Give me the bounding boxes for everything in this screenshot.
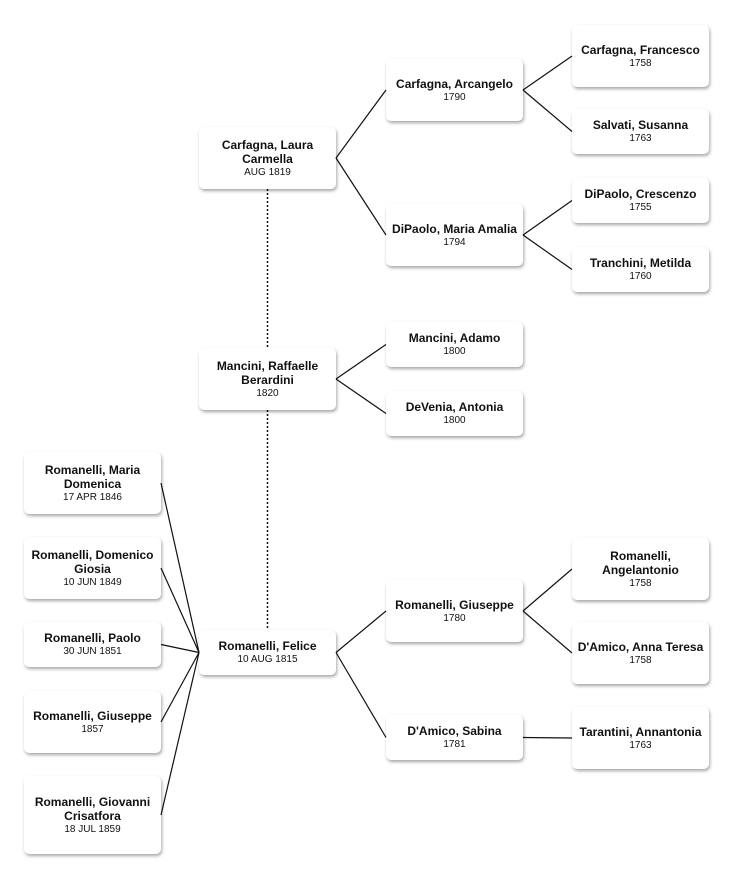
person-date: 1857 xyxy=(81,723,104,735)
person-card-dipaolo-crescenzo[interactable]: DiPaolo, Crescenzo 1755 xyxy=(572,178,709,223)
person-date: 1800 xyxy=(443,346,466,357)
person-card-romanelli-domenico-giosia[interactable]: Romanelli, Domenico Giosia 10 JUN 1849 xyxy=(24,537,161,599)
child-link-line xyxy=(160,482,200,653)
person-card-damico-sabina[interactable]: D'Amico, Sabina 1781 xyxy=(386,715,523,760)
person-name: Mancini, Adamo xyxy=(408,331,501,345)
person-card-carfagna-arcangelo[interactable]: Carfagna, Arcangelo 1790 xyxy=(386,59,523,121)
person-date: 1758 xyxy=(629,654,652,666)
person-name: Mancini, Raffaelle Berardini xyxy=(216,358,319,387)
person-card-romanelli-giuseppe-child[interactable]: Romanelli, Giuseppe 1857 xyxy=(24,691,161,753)
person-card-tranchini-metilda[interactable]: Tranchini, Metilda 1760 xyxy=(572,247,709,292)
person-card-romanelli-felice[interactable]: Romanelli, Felice 10 AUG 1815 xyxy=(199,630,336,675)
person-name: Tarantini, Annantonia xyxy=(579,724,702,739)
person-name: Romanelli, Domenico Giosia xyxy=(31,547,154,576)
person-date: 10 AUG 1815 xyxy=(237,654,298,665)
person-name: Romanelli, Felice xyxy=(218,639,317,653)
person-date: 10 JUN 1849 xyxy=(63,576,122,588)
person-name: D'Amico, Anna Teresa xyxy=(577,639,704,654)
person-name: Carfagna, Francesco xyxy=(581,42,700,57)
person-name: Romanelli, Giuseppe xyxy=(33,708,152,723)
child-link-line xyxy=(160,567,200,653)
parent-link-line xyxy=(522,736,573,739)
person-card-damico-anna-teresa[interactable]: D'Amico, Anna Teresa 1758 xyxy=(572,622,709,684)
person-date: 1794 xyxy=(443,236,466,248)
person-name: DiPaolo, Maria Amalia xyxy=(392,221,517,236)
child-link-line xyxy=(160,652,200,723)
parent-link-line xyxy=(522,234,573,270)
parent-link-line xyxy=(335,652,387,738)
person-date: 1763 xyxy=(629,739,652,751)
parent-link-line xyxy=(522,568,573,612)
person-date: 1758 xyxy=(629,577,652,589)
person-card-tarantini-annantonia[interactable]: Tarantini, Annantonia 1763 xyxy=(572,707,709,769)
person-card-carfagna-francesco[interactable]: Carfagna, Francesco 1758 xyxy=(572,25,709,87)
parent-link-line xyxy=(335,610,387,653)
person-date: 1760 xyxy=(629,271,652,282)
person-name: Carfagna, Laura Carmella xyxy=(221,137,314,166)
person-date: 30 JUN 1851 xyxy=(63,646,122,657)
person-name: Romanelli, Maria Domenica xyxy=(44,462,141,491)
person-card-romanelli-paolo[interactable]: Romanelli, Paolo 30 JUN 1851 xyxy=(24,622,161,667)
person-name: Romanelli, Giovanni Crisatfora xyxy=(34,794,151,823)
person-card-devenia-antonia[interactable]: DeVenia, Antonia 1800 xyxy=(386,391,523,436)
person-date: 1780 xyxy=(443,612,466,624)
child-link-line xyxy=(160,643,200,654)
person-date: 1763 xyxy=(629,133,652,144)
parent-link-line xyxy=(522,55,573,91)
person-date: AUG 1819 xyxy=(244,166,291,178)
parent-link-line xyxy=(335,378,387,414)
person-name: Romanelli, Giuseppe xyxy=(395,597,514,612)
person-name: Salvati, Susanna xyxy=(592,118,689,132)
person-card-mancini-adamo[interactable]: Mancini, Adamo 1800 xyxy=(386,322,523,367)
person-name: D'Amico, Sabina xyxy=(407,724,502,738)
person-name: Romanelli, Paolo xyxy=(44,631,141,645)
person-card-romanelli-angelantonio[interactable]: Romanelli, Angelantonio 1758 xyxy=(572,538,709,600)
person-card-romanelli-giuseppe-parent[interactable]: Romanelli, Giuseppe 1780 xyxy=(386,580,523,642)
person-card-romanelli-maria-domenica[interactable]: Romanelli, Maria Domenica 17 APR 1846 xyxy=(24,452,161,514)
person-date: 1781 xyxy=(443,739,466,750)
person-date: 1800 xyxy=(443,415,466,426)
person-date: 18 JUL 1859 xyxy=(64,823,121,835)
parent-link-line xyxy=(335,344,387,380)
parent-link-line xyxy=(335,89,387,159)
person-card-mancini-raffaelle[interactable]: Mancini, Raffaelle Berardini 1820 xyxy=(199,348,336,410)
person-date: 1755 xyxy=(629,202,652,213)
person-name: Carfagna, Arcangelo xyxy=(396,76,513,91)
parent-link-line xyxy=(522,200,573,236)
person-card-romanelli-giovanni-crisatfora[interactable]: Romanelli, Giovanni Crisatfora 18 JUL 18… xyxy=(24,776,161,854)
person-card-salvati-susanna[interactable]: Salvati, Susanna 1763 xyxy=(572,109,709,154)
person-name: Tranchini, Metilda xyxy=(589,256,692,270)
parent-link-line xyxy=(522,89,573,132)
person-name: DiPaolo, Crescenzo xyxy=(584,187,697,201)
child-link-line xyxy=(160,652,200,816)
person-date: 1790 xyxy=(443,91,466,103)
person-name: DeVenia, Antonia xyxy=(405,400,504,414)
person-date: 1758 xyxy=(629,57,652,69)
person-card-carfagna-laura[interactable]: Carfagna, Laura Carmella AUG 1819 xyxy=(199,127,336,189)
person-name: Romanelli, Angelantonio xyxy=(602,548,679,577)
parent-link-line xyxy=(522,610,573,654)
person-date: 17 APR 1846 xyxy=(63,491,122,503)
person-card-dipaolo-maria-amalia[interactable]: DiPaolo, Maria Amalia 1794 xyxy=(386,204,523,266)
parent-link-line xyxy=(335,157,387,236)
person-date: 1820 xyxy=(256,387,279,399)
